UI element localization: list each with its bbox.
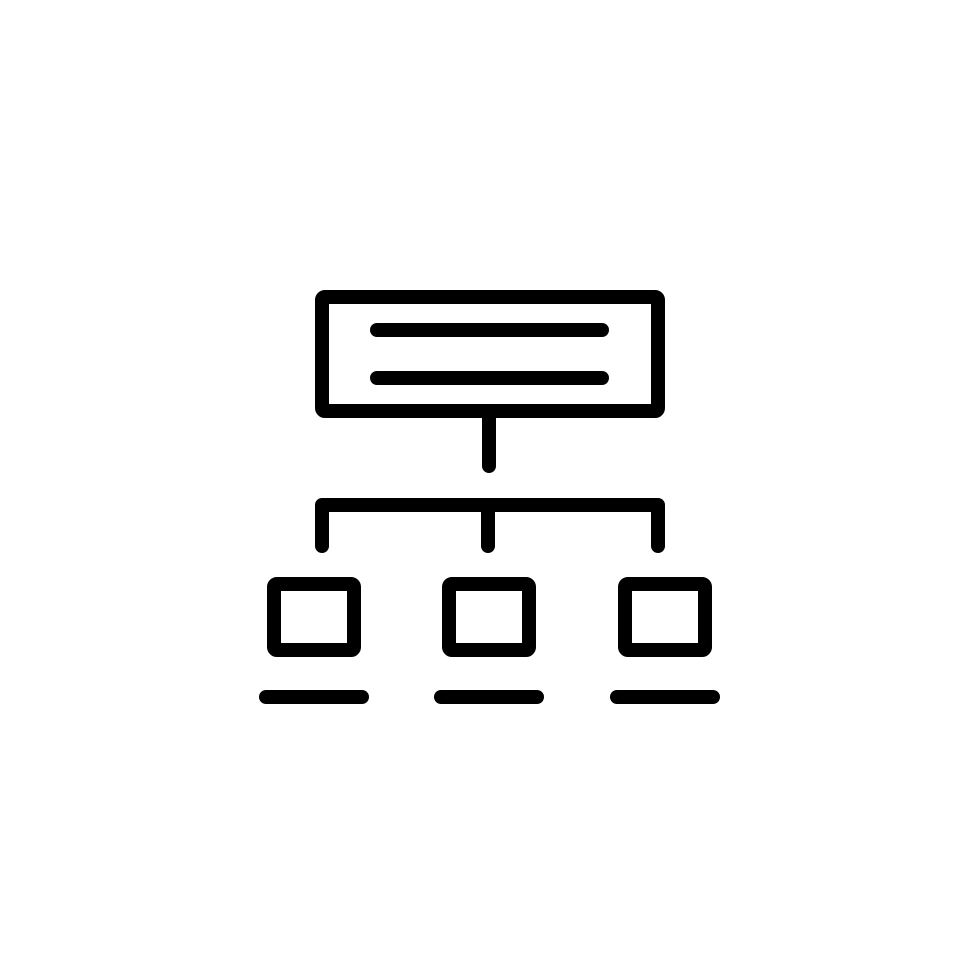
child-node-box-left [267,577,361,657]
org-chart-strokes [259,290,720,704]
child-node-box-right [618,577,712,657]
top-node-box [315,290,665,418]
child-node-box-middle [442,577,536,657]
